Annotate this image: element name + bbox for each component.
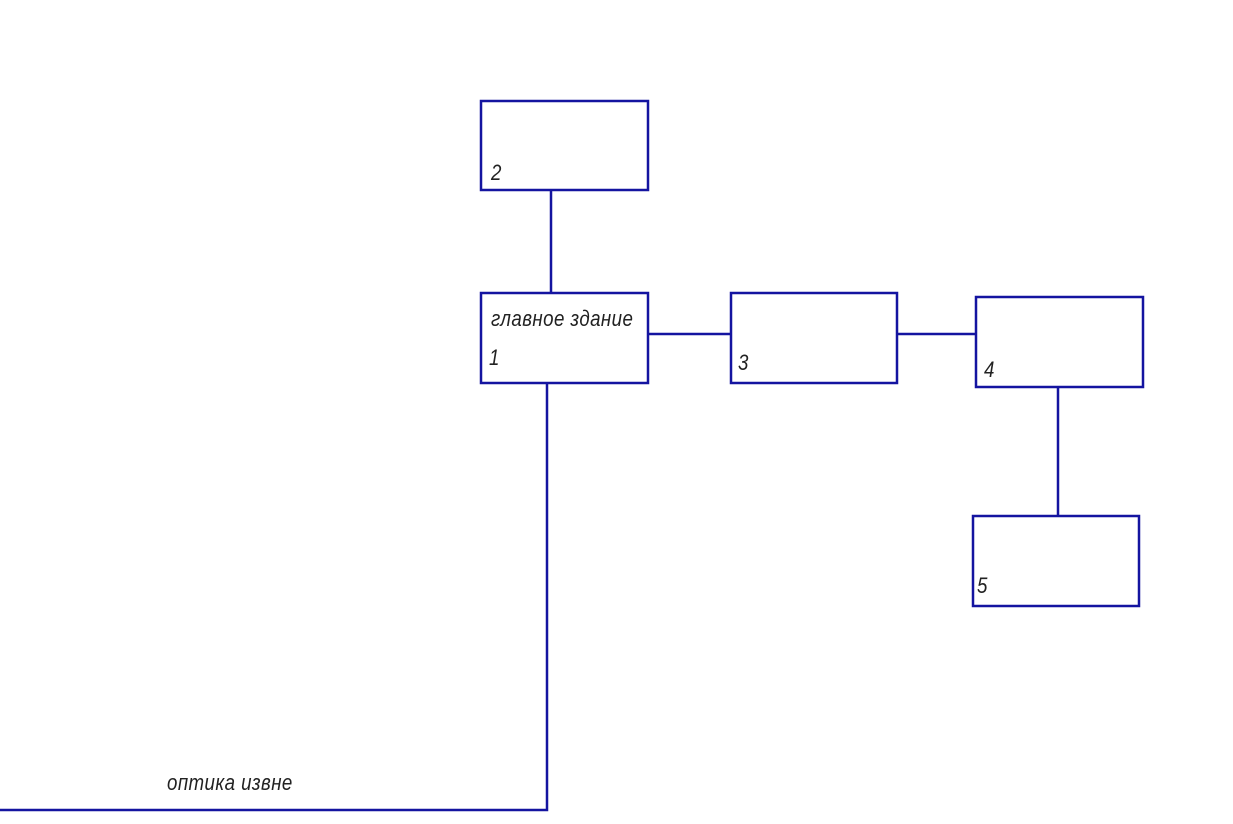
node-5-number: 5 [977, 573, 988, 598]
node-1-number: 1 [489, 345, 500, 370]
external-optic-line [0, 383, 549, 812]
external-link-label: оптика извне [167, 770, 293, 795]
node-1-title: главное здание [491, 306, 634, 331]
node-3-box [729, 291, 899, 385]
node-4-box [974, 295, 1145, 389]
node-4-number: 4 [984, 357, 995, 382]
node-2-box [479, 99, 650, 192]
node-5-box [971, 514, 1141, 608]
node-1-box [479, 291, 650, 385]
node-2-number: 2 [491, 160, 502, 185]
node-3-number: 3 [738, 350, 749, 375]
